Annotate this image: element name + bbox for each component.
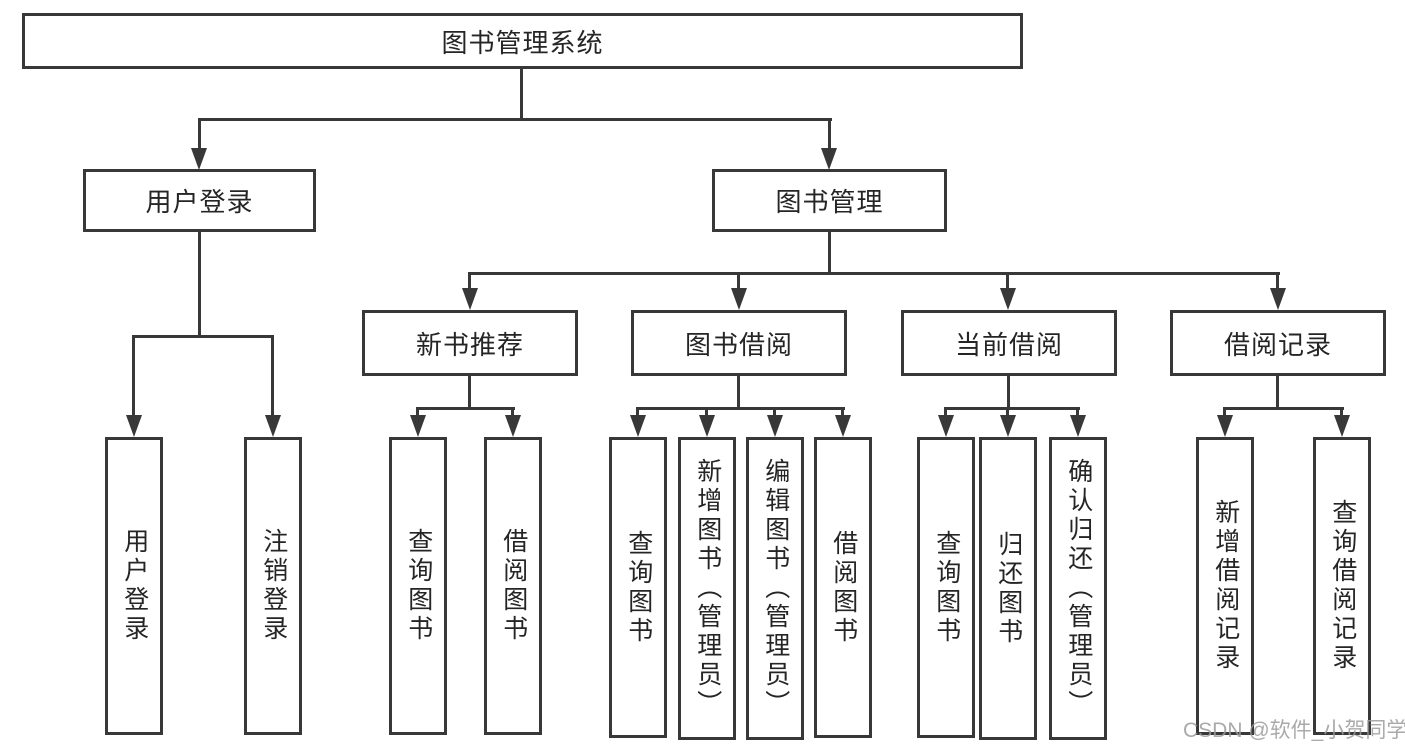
node-new-book-recommend: 新书推荐 (362, 310, 578, 376)
node-borrow-records-label: 借阅记录 (1223, 329, 1332, 360)
arrow-down-icon (1217, 415, 1233, 437)
node-user-login-label: 用户登录 (145, 187, 254, 217)
connector-line (636, 407, 845, 410)
arrow-down-icon (1334, 415, 1350, 437)
arrow-down-icon (630, 415, 646, 437)
connector-line (1006, 272, 1009, 292)
node-user-login: 用户登录 (83, 169, 316, 232)
leaf-borrow-books-recommend: 借阅图书 (484, 437, 542, 735)
connector-line (1223, 407, 1226, 419)
connector-line (1340, 407, 1343, 419)
arrow-down-icon (1000, 288, 1016, 310)
connector-line (828, 118, 831, 152)
leaf-add-borrow-record-label: 新增借阅记录 (1211, 499, 1240, 673)
leaf-borrow-books-recommend-label: 借阅图书 (499, 528, 528, 644)
arrow-down-icon (821, 148, 837, 170)
arrow-down-icon (1000, 415, 1016, 437)
leaf-edit-books-admin-label: 编辑图书（管理员） (761, 458, 790, 719)
leaf-add-borrow-record: 新增借阅记录 (1196, 437, 1254, 735)
connector-line (520, 69, 523, 118)
arrow-down-icon (767, 415, 783, 437)
leaf-query-books-current-label: 查询图书 (932, 529, 961, 646)
connector-line (1076, 407, 1079, 419)
node-new-book-recommend-label: 新书推荐 (415, 329, 524, 360)
connector-line (132, 335, 135, 417)
connector-line (416, 407, 515, 410)
arrow-down-icon (462, 288, 478, 310)
node-current-borrow: 当前借阅 (901, 310, 1117, 376)
arrow-down-icon (505, 415, 521, 437)
connector-line (468, 272, 471, 292)
node-book-borrow: 图书借阅 (631, 310, 847, 376)
connector-line (828, 232, 831, 272)
leaf-confirm-return-admin: 确认归还（管理员） (1049, 437, 1107, 740)
node-root-label: 图书管理系统 (441, 27, 604, 58)
arrow-down-icon (265, 415, 281, 437)
leaf-confirm-return-admin-label: 确认归还（管理员） (1064, 458, 1093, 719)
leaf-query-borrow-record-label: 查询借阅记录 (1328, 499, 1357, 673)
arrow-down-icon (835, 415, 851, 437)
connector-line (468, 376, 471, 407)
leaf-add-books-admin: 新增图书（管理员） (678, 437, 736, 740)
leaf-query-books-recommend-label: 查询图书 (404, 528, 433, 644)
leaf-user-login: 用户登录 (105, 437, 163, 735)
leaf-borrow-books-label: 借阅图书 (829, 529, 858, 646)
node-borrow-records: 借阅记录 (1170, 310, 1386, 376)
connector-line (705, 407, 708, 419)
leaf-return-books-label: 归还图书 (994, 530, 1023, 647)
connector-line (944, 407, 1080, 410)
connector-line (773, 407, 776, 419)
connector-line (198, 118, 832, 121)
leaf-query-borrow-record: 查询借阅记录 (1313, 437, 1371, 735)
connector-line (416, 407, 419, 419)
leaf-add-books-admin-label: 新增图书（管理员） (693, 458, 722, 719)
connector-line (1006, 407, 1009, 419)
connector-line (1007, 376, 1010, 407)
leaf-query-books-current: 查询图书 (917, 437, 975, 738)
connector-line (468, 272, 1280, 275)
node-book-borrow-label: 图书借阅 (684, 329, 793, 360)
node-book-management: 图书管理 (712, 169, 947, 232)
leaf-query-books-borrow-label: 查询图书 (624, 529, 653, 646)
arrow-down-icon (126, 415, 142, 437)
connector-line (198, 232, 201, 335)
leaf-return-books: 归还图书 (979, 437, 1037, 740)
connector-line (1276, 376, 1279, 407)
arrow-down-icon (1070, 415, 1086, 437)
connector-line (511, 407, 514, 419)
arrow-down-icon (731, 288, 747, 310)
connector-line (198, 118, 201, 152)
connector-line (944, 407, 947, 419)
leaf-user-login-label: 用户登录 (120, 528, 149, 644)
connector-line (636, 407, 639, 419)
arrow-down-icon (191, 148, 207, 170)
connector-line (132, 335, 274, 338)
connector-line (271, 335, 274, 417)
node-book-management-label: 图书管理 (775, 187, 884, 217)
leaf-edit-books-admin: 编辑图书（管理员） (746, 437, 804, 740)
node-current-borrow-label: 当前借阅 (954, 329, 1063, 360)
arrow-down-icon (938, 415, 954, 437)
connector-line (1276, 272, 1279, 292)
connector-line (1223, 407, 1344, 410)
connector-line (737, 376, 740, 407)
node-root: 图书管理系统 (22, 13, 1023, 69)
arrow-down-icon (1270, 288, 1286, 310)
arrow-down-icon (410, 415, 426, 437)
leaf-query-books-recommend: 查询图书 (389, 437, 447, 735)
leaf-query-books-borrow: 查询图书 (609, 437, 667, 738)
connector-line (841, 407, 844, 419)
leaf-borrow-books: 借阅图书 (814, 437, 872, 738)
leaf-logout-label: 注销登录 (259, 528, 288, 644)
arrow-down-icon (699, 415, 715, 437)
watermark-text: CSDN @软件_小贺同学 (1183, 719, 1405, 742)
connector-line (737, 272, 740, 292)
leaf-logout: 注销登录 (244, 437, 302, 735)
